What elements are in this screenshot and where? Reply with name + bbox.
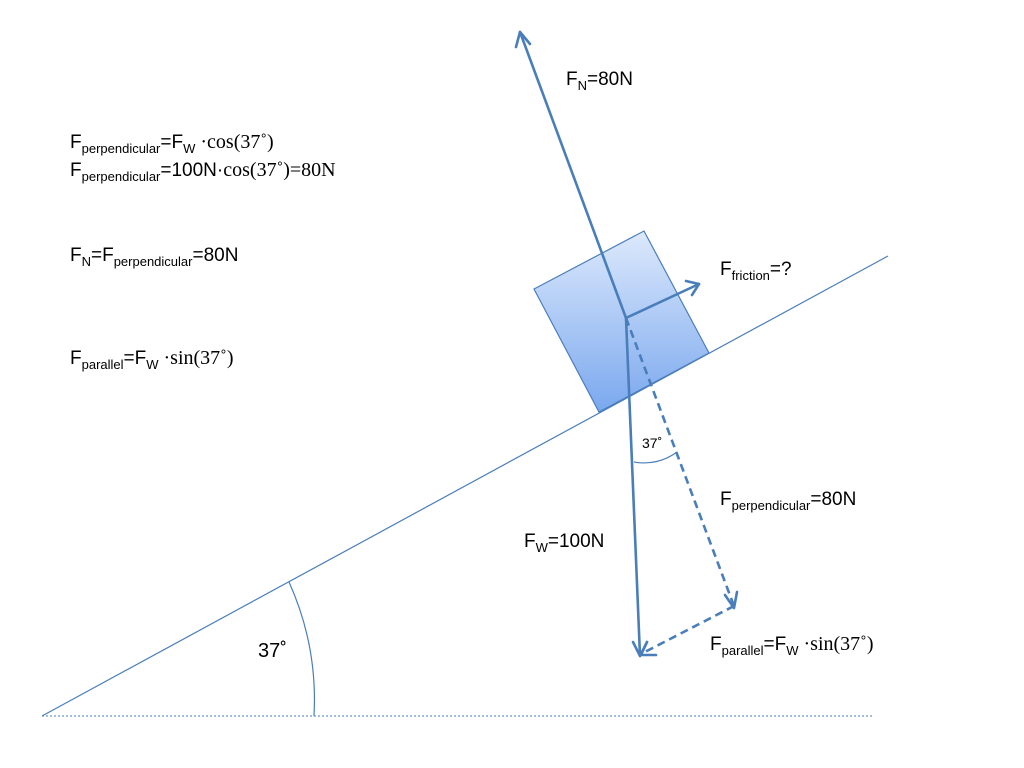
block [533,230,710,413]
incline-line [41,255,889,717]
equation-parallel-formula: Fparallel=FW ·sin(37˚) [70,347,234,372]
normal-force-arrow [514,30,628,320]
equation-perpendicular-formula: Fperpendicular=FW ·cos(37˚) [70,131,274,156]
parallel-component-arrow [639,604,735,657]
parallel-component-label: Fparallel=FW ·sin(37˚) [710,633,874,658]
inner-angle-arc [633,451,678,464]
equation-normal-equals-perpendicular: FN=Fperpendicular=80N [70,245,239,269]
friction-force-label: Ffriction=? [720,259,792,283]
incline-angle-label: 37˚ [258,640,287,662]
normal-force-label: FN=80N [566,69,633,93]
incline-angle-arc [288,581,316,717]
inner-angle-label: 37˚ [642,435,663,451]
perpendicular-component-arrow [624,317,739,610]
equation-perpendicular-value: Fperpendicular=100N·cos(37˚)=80N [70,159,336,184]
weight-force-label: FW=100N [524,531,605,555]
perpendicular-component-label: Fperpendicular=80N [720,489,857,513]
friction-arrow [624,279,701,320]
